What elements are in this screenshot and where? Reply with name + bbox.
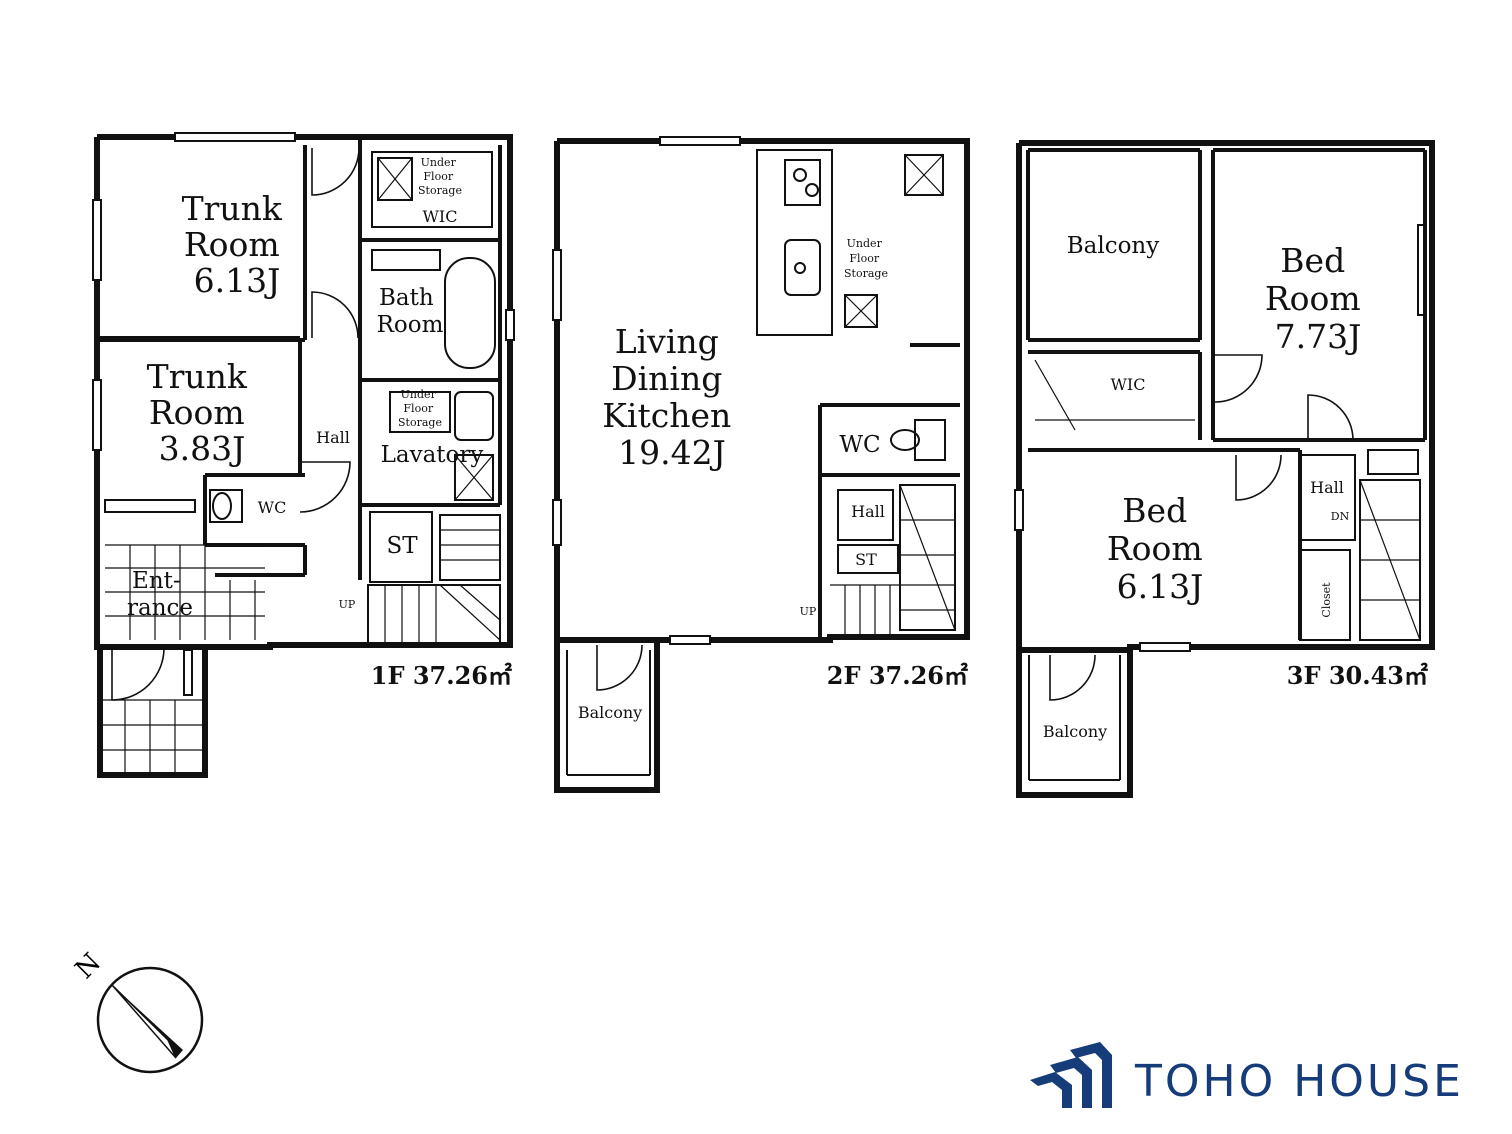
floor-3f-area: 3F 30.43㎡ <box>1287 661 1428 690</box>
under-floor-storage-2f-label: Under Floor Storage <box>844 237 888 280</box>
dn-3f-label: DN <box>1331 510 1350 523</box>
floor-2f: Living Dining Kitchen 19.42J Under Floor… <box>552 136 970 793</box>
trunk-room-2-label: Trunk Room 3.83J <box>147 357 258 468</box>
north-arrow-icon: N <box>70 948 204 1074</box>
up-1f-label: UP <box>339 598 356 611</box>
balcony-3f-top-label: Balcony <box>1067 233 1160 259</box>
wic-1f-label: WIC <box>422 207 457 226</box>
compass-north-label: N <box>70 948 107 985</box>
under-floor-storage-1f-label: Under Floor Storage <box>418 156 462 197</box>
ldk-label: Living Dining Kitchen 19.42J <box>602 322 742 472</box>
up-2f-label: UP <box>800 605 817 618</box>
brand-name: TOHO HOUSE <box>1134 1056 1464 1107</box>
floor-1f-area: 1F 37.26㎡ <box>371 661 512 690</box>
bed-room-2-label: Bed Room 6.13J <box>1107 491 1213 606</box>
floor-3f: Balcony Bed Room 7.73J WIC Bed Room 6.13… <box>1014 140 1435 798</box>
wic-3f-label: WIC <box>1110 375 1145 394</box>
balcony-3f-label: Balcony <box>1043 722 1107 741</box>
under-floor-storage-lav-label: Under Floor Storage <box>398 388 442 429</box>
st-2f-label: ST <box>855 550 877 569</box>
wc-1f-label: WC <box>258 498 287 517</box>
hall-3f-label: Hall <box>1310 478 1344 497</box>
closet-label: Closet <box>1320 582 1333 618</box>
floor-2f-area: 2F 37.26㎡ <box>827 661 968 690</box>
lavatory-label: Lavatory <box>381 442 484 468</box>
balcony-2f-label: Balcony <box>578 703 642 722</box>
hall-2f-label: Hall <box>851 502 885 521</box>
hall-1f-label: Hall <box>316 428 350 447</box>
st-1f-label: ST <box>386 533 418 559</box>
wc-2f-label: WC <box>839 432 880 458</box>
floor-1f: Trunk Room 6.13J Trunk Room 3.83J Hall B… <box>92 132 515 778</box>
toho-house-logo-icon <box>1030 1042 1112 1108</box>
bed-room-1-label: Bed Room 7.73J <box>1265 241 1371 356</box>
trunk-room-1-label: Trunk Room 6.13J <box>182 189 293 300</box>
bath-room-label: Bath Room <box>377 285 444 338</box>
entrance-label: Ent- rance <box>127 568 193 621</box>
